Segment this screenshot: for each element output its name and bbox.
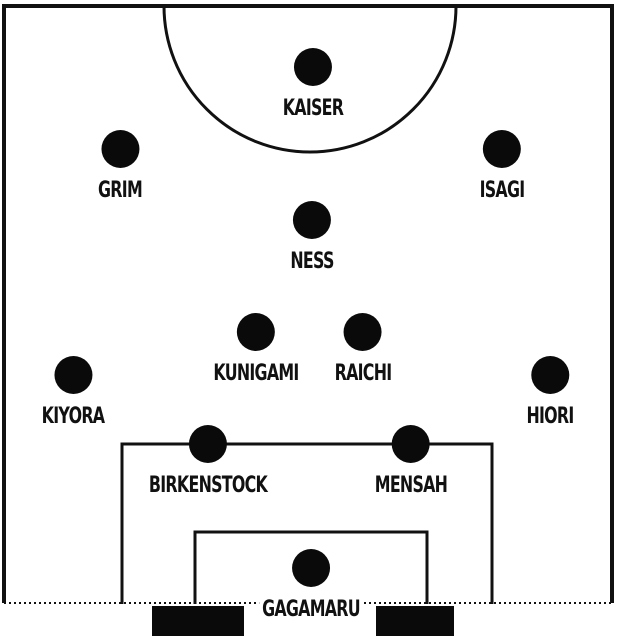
center-circle-arc bbox=[162, 5, 458, 154]
player-marker bbox=[293, 48, 332, 86]
player-raichi: RAICHI bbox=[320, 313, 407, 385]
player-name: NESS bbox=[287, 251, 337, 273]
player-marker bbox=[292, 549, 330, 587]
player-kiyora: KIYORA bbox=[25, 356, 120, 428]
player-name: KUNIGAMI bbox=[210, 363, 302, 385]
goal-area bbox=[193, 530, 429, 604]
player-marker bbox=[188, 425, 227, 463]
player-name: MENSAH bbox=[371, 475, 451, 497]
player-marker bbox=[236, 313, 275, 351]
player-mensah: MENSAH bbox=[357, 425, 466, 497]
player-name: GAGAMARU bbox=[259, 599, 363, 621]
player-marker bbox=[483, 130, 521, 168]
player-grim: GRIM bbox=[85, 130, 154, 202]
player-marker bbox=[392, 425, 430, 463]
penalty-area bbox=[120, 442, 494, 604]
player-name: GRIM bbox=[95, 180, 145, 202]
player-name: KAISER bbox=[279, 98, 347, 120]
player-name: RAICHI bbox=[331, 363, 395, 385]
pitch-boundary bbox=[2, 4, 614, 603]
player-marker bbox=[293, 201, 331, 239]
goal-post-left bbox=[152, 606, 244, 636]
player-marker bbox=[100, 130, 139, 168]
player-hiori: HIORI bbox=[513, 356, 586, 428]
player-gagamaru: GAGAMARU bbox=[239, 549, 383, 621]
player-ness: NESS bbox=[278, 201, 346, 273]
player-kunigami: KUNIGAMI bbox=[193, 313, 319, 385]
goal-post-right bbox=[376, 606, 454, 636]
player-marker bbox=[54, 356, 92, 394]
player-marker bbox=[531, 356, 569, 394]
player-name: ISAGI bbox=[476, 180, 528, 202]
player-birkenstock: BIRKENSTOCK bbox=[122, 425, 294, 497]
player-kaiser: KAISER bbox=[267, 48, 359, 120]
player-marker bbox=[344, 313, 382, 351]
player-name: BIRKENSTOCK bbox=[146, 475, 270, 497]
player-isagi: ISAGI bbox=[467, 130, 537, 202]
player-name: HIORI bbox=[523, 406, 577, 428]
player-name: KIYORA bbox=[38, 406, 108, 428]
